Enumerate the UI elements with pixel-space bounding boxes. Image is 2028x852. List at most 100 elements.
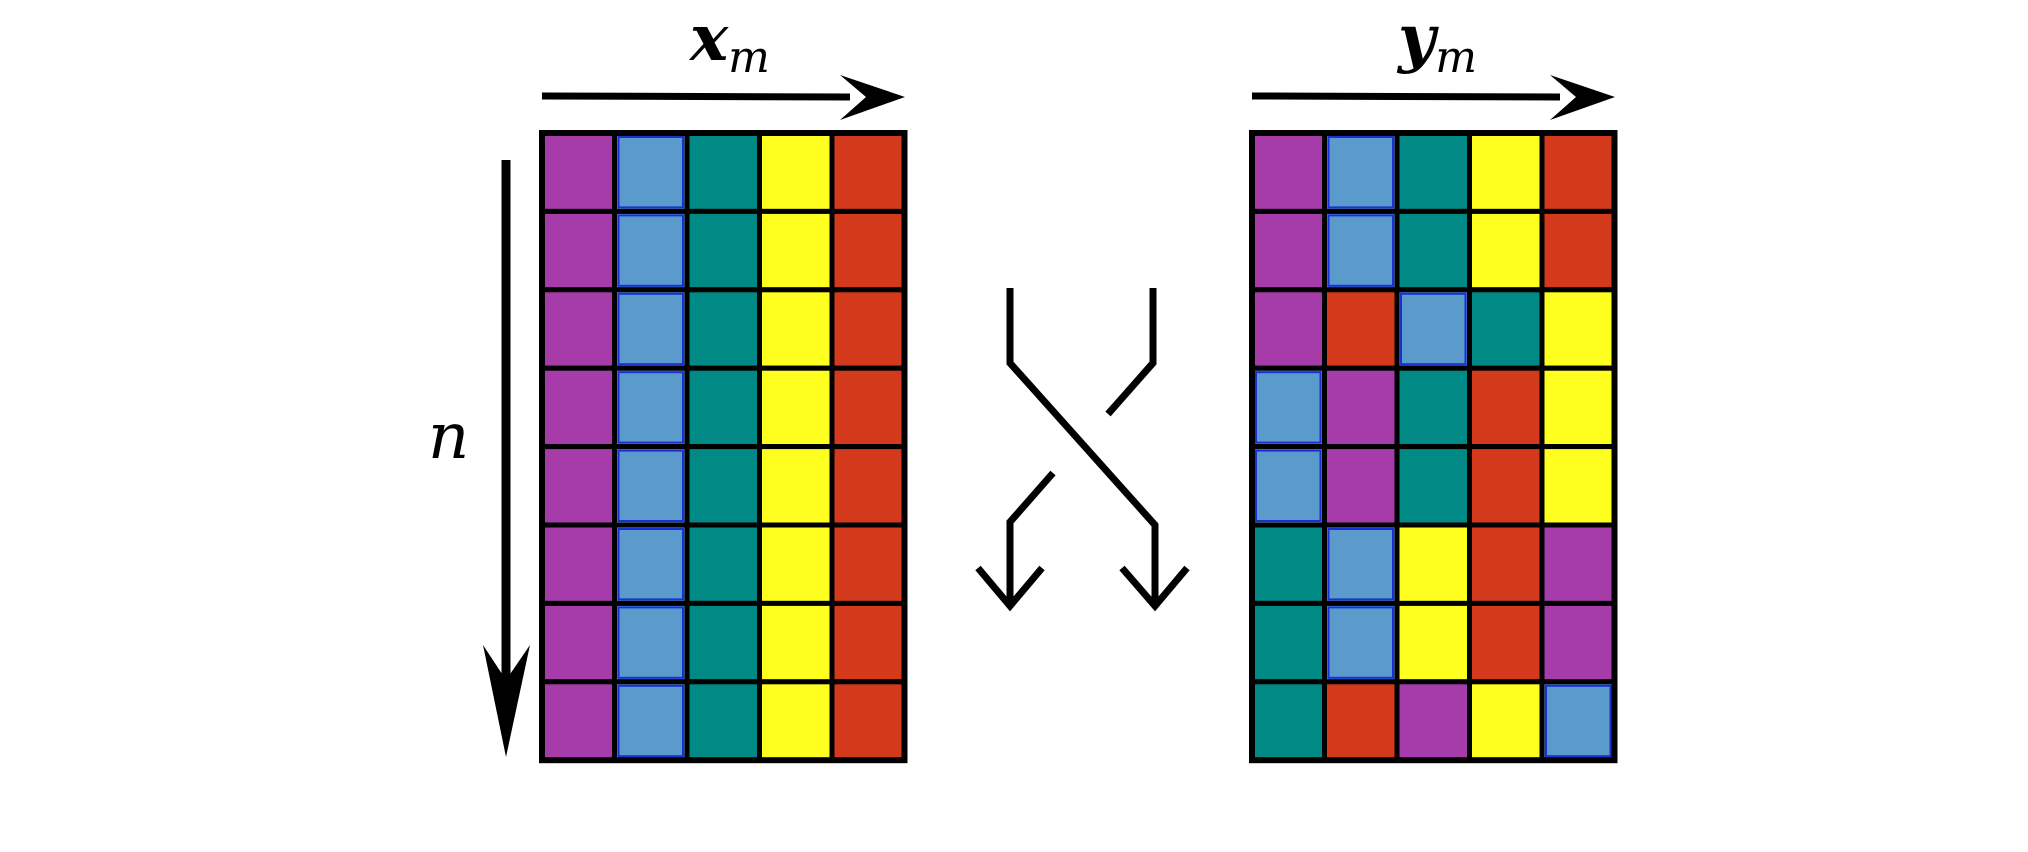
grid-cell-blue [1539,679,1617,763]
grid-outline [539,130,908,764]
grid-cell-border [1400,292,1467,366]
grid-cell-purple [539,208,617,293]
grid-cell-purple [1322,444,1400,528]
y-matrix-grid [1249,130,1618,764]
grid-cell-border [1327,214,1394,287]
grid-cell-yellow [1467,130,1545,214]
grid-cell-yellow [1539,287,1617,371]
y-m-label: ym [1396,1,1477,83]
grid-cell-yellow [1539,365,1617,450]
grid-cell-yellow [757,130,835,214]
grid-cell-red [829,679,907,763]
grid-cell-blue [1249,365,1327,450]
grid-cell-blue [1322,130,1400,214]
grid-cell-teal [1394,130,1472,214]
grid-cell-teal [1394,365,1472,450]
grid-cell-blue [612,208,690,293]
grid-cell-teal [1249,600,1327,685]
grid-cell-blue [1322,600,1400,685]
grid-cell-teal [1249,679,1327,763]
grid-cell-teal [1394,444,1472,528]
grid-cell-border [1545,684,1612,758]
grid-cell-border [617,528,684,601]
grid-cell-red [1322,287,1400,371]
grid-cell-red [829,208,907,293]
grid-cell-teal [1394,208,1472,293]
grid-cell-teal [684,444,762,528]
grid-cell-purple [539,522,617,606]
grid-cell-teal [684,522,762,606]
grid-cell-red [829,287,907,371]
grid-cell-border [1327,606,1394,679]
grid-cell-blue [612,600,690,685]
grid-cell-red [1539,130,1617,214]
grid-cell-yellow [757,287,835,371]
x-m-label: xm [688,1,770,83]
grid-cell-yellow [757,600,835,685]
grid-cell-red [1467,522,1545,606]
grid-cell-border [617,449,684,523]
grid-cell-teal [1467,287,1545,371]
grid-cell-purple [1539,600,1617,685]
grid-cell-teal [684,287,762,371]
grid-cell-yellow [757,444,835,528]
grid-cell-red [829,444,907,528]
grid-cell-purple [1394,679,1472,763]
grid-cell-yellow [757,208,835,293]
grid-cell-yellow [1467,679,1545,763]
grid-outline [1249,130,1618,764]
grid-cell-blue [612,444,690,528]
grid-cell-teal [1249,522,1327,606]
grid-cell-yellow [757,679,835,763]
grid-cell-red [829,522,907,606]
grid-cell-teal [684,130,762,214]
grid-cell-border [617,292,684,366]
grid-cell-purple [539,444,617,528]
x-matrix-grid [539,130,908,764]
grid-cell-purple [1322,365,1400,450]
grid-cell-yellow [757,522,835,606]
grid-cell-blue [612,679,690,763]
grid-cell-blue [1322,522,1400,606]
grid-cell-border [1327,528,1394,601]
grid-cell-border [1327,136,1394,209]
grid-cell-purple [539,287,617,371]
grid-cell-blue [612,365,690,450]
grid-cell-purple [1249,287,1327,371]
n-label: n [428,400,469,474]
grid-cell-border [617,371,684,444]
x-axis-arrow [541,75,905,120]
grid-cell-teal [684,600,762,685]
grid-cell-purple [1539,522,1617,606]
grid-cell-yellow [757,365,835,450]
grid-cell-red [829,600,907,685]
grid-cell-red [1539,208,1617,293]
grid-cell-red [1467,600,1545,685]
grid-cell-red [1467,365,1545,450]
n-axis-arrow [483,160,530,757]
crossing-arrows-icon [975,288,1190,612]
grid-cell-yellow [1394,600,1472,685]
grid-cell-red [829,130,907,214]
grid-cell-red [829,365,907,450]
grid-cell-blue [612,287,690,371]
grid-cell-border [617,606,684,679]
grid-cell-border [1255,371,1322,444]
grid-cell-purple [539,600,617,685]
grid-cell-red [1322,679,1400,763]
grid-cell-teal [684,208,762,293]
grid-cell-blue [1394,287,1472,371]
grid-cell-teal [684,365,762,450]
grid-cell-blue [1322,208,1400,293]
grid-cell-purple [539,679,617,763]
grid-cell-yellow [1467,208,1545,293]
y-axis-arrow [1251,75,1615,120]
grid-cell-border [1255,449,1322,523]
grid-cell-purple [1249,208,1327,293]
grid-cell-blue [1249,444,1327,528]
grid-cell-blue [612,130,690,214]
grid-cell-border [617,214,684,287]
grid-cell-yellow [1394,522,1472,606]
grid-cell-red [1467,444,1545,528]
